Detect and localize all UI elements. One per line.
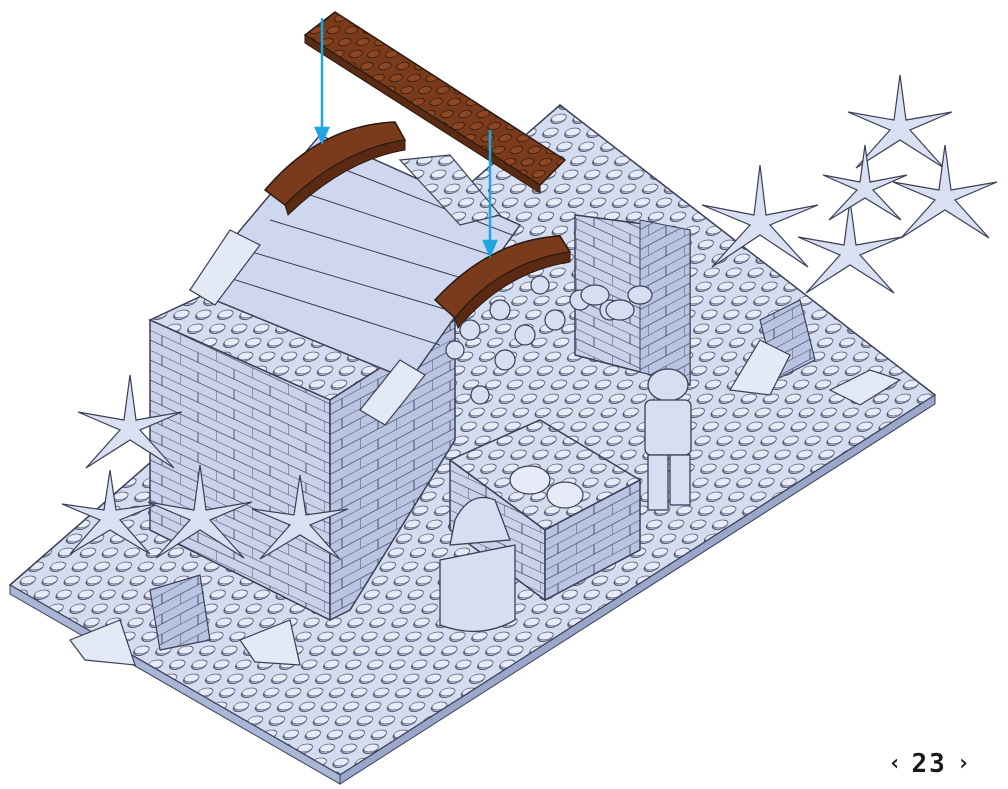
- page-number: 23: [911, 749, 946, 779]
- minifigure-standing: [645, 369, 691, 510]
- page-navigation: ‹ 23 ›: [888, 749, 970, 779]
- prev-page-icon[interactable]: ‹: [888, 753, 901, 775]
- next-page-icon[interactable]: ›: [957, 753, 970, 775]
